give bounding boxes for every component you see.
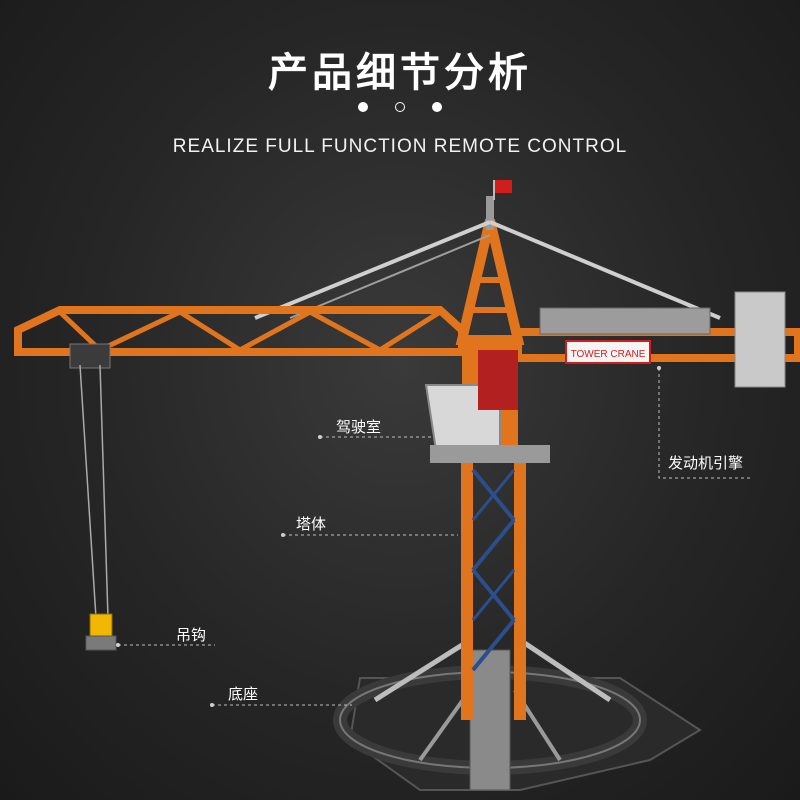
page-title: 产品细节分析	[268, 50, 532, 96]
crane-counter-jib: TOWER CRANE	[514, 291, 800, 388]
callout-tower: 塔体	[296, 515, 327, 533]
pager-dot-2-active[interactable]	[395, 101, 405, 112]
crane-sign-text: TOWER CRANE	[571, 349, 646, 360]
crane-tower	[461, 460, 526, 720]
page-subtitle: REALIZE FULL FUNCTION REMOTE CONTROL	[172, 136, 628, 157]
callout-engine: 发动机引擎	[668, 454, 744, 472]
pager-dot-1[interactable]	[357, 101, 368, 112]
callout-base: 底座	[228, 685, 259, 703]
pendant-cables	[254, 220, 721, 320]
counterweight	[734, 291, 786, 388]
hook-block	[89, 613, 113, 637]
crane-base	[333, 637, 702, 791]
callout-leader-lines	[118, 368, 750, 706]
carousel-pager	[0, 96, 800, 115]
crane-hook-assembly	[79, 364, 117, 651]
callout-hook: 吊钩	[176, 626, 207, 644]
callout-cab: 驾驶室	[336, 418, 382, 436]
crane-apex	[455, 180, 525, 345]
pager-dot-3[interactable]	[432, 101, 443, 112]
flag-icon	[494, 180, 512, 193]
crane-jib	[14, 306, 466, 369]
crane-cab	[424, 340, 550, 463]
